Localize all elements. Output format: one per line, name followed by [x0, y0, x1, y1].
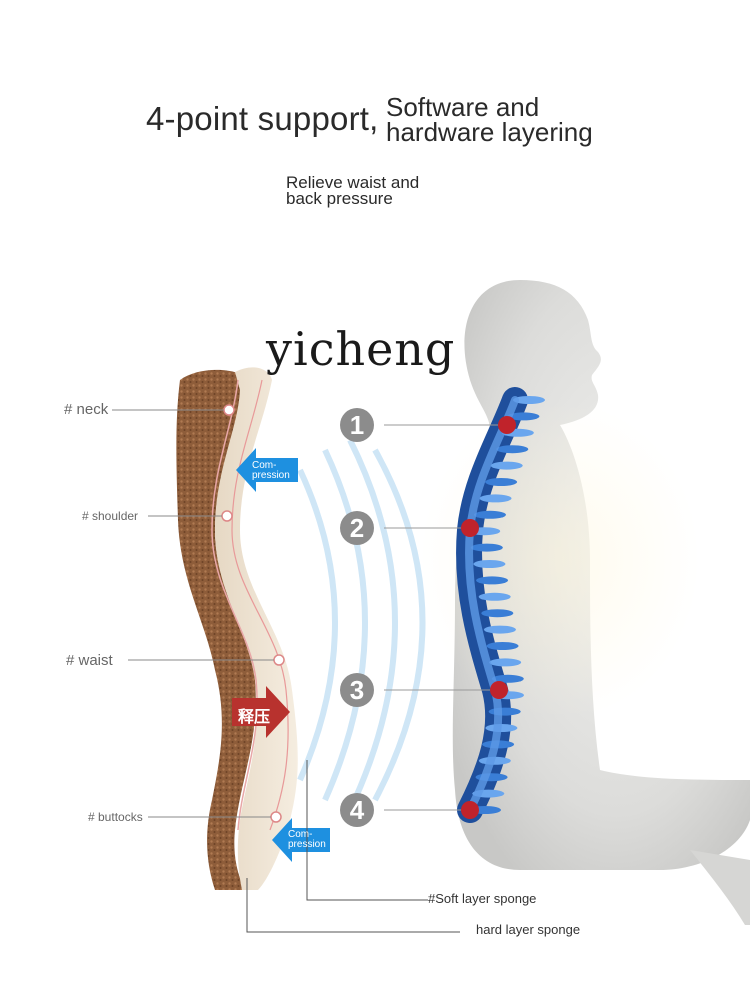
compression-arrow-bottom [272, 818, 330, 862]
support-number-2: 2 [340, 511, 374, 545]
compression-top-line2: pression [252, 470, 290, 481]
release-arrow [232, 686, 290, 738]
subtitle-line2: back pressure [286, 189, 393, 208]
spine-points [461, 416, 516, 819]
support-number-3: 3 [340, 673, 374, 707]
title-side: Software and hardware layering [386, 92, 593, 147]
label-soft-layer: #Soft layer sponge [428, 891, 537, 906]
label-hard-layer: hard layer sponge [476, 922, 581, 937]
vertebra-5 [485, 478, 518, 486]
vertebra-16 [489, 658, 522, 667]
compression-bottom-line1: Com- [288, 829, 313, 840]
label-buttocks: # buttocks [88, 810, 143, 824]
vertebra-3 [496, 445, 529, 454]
vertebra-19 [488, 707, 521, 716]
vertebra-9 [470, 543, 503, 552]
vertebra-4 [490, 461, 523, 470]
vertebra-11 [476, 576, 509, 585]
label-shoulder: # shoulder [82, 509, 139, 523]
vertebra-14 [483, 625, 516, 634]
vertebra-15 [486, 642, 519, 650]
compression-top-line1: Com- [252, 460, 277, 471]
layer-lines [246, 760, 460, 933]
compression-label-top: Com- pression [252, 461, 290, 481]
support-number-1: 1 [340, 408, 374, 442]
label-neck: # neck [64, 401, 109, 418]
release-label: 释压 [238, 709, 271, 726]
subtitle-line1: Relieve waist and [286, 173, 420, 192]
title-main: 4-point support, [146, 100, 379, 137]
compression-label-bottom: Com- pression [288, 830, 326, 850]
spine [456, 387, 545, 823]
watermark: yicheng [266, 322, 456, 376]
lumbar-cushion [176, 367, 298, 890]
left-callout-lines [112, 409, 274, 818]
support-number-4: 4 [340, 793, 374, 827]
vertebra-13 [481, 609, 514, 618]
title-side-line1: Software and [386, 92, 540, 122]
vertebra-6 [479, 494, 512, 503]
vertebra-12 [478, 592, 511, 601]
compression-bottom-line2: pression [288, 839, 326, 850]
vertebra-1 [507, 412, 540, 421]
label-waist: # waist [66, 652, 113, 669]
compression-arrow-top [236, 448, 298, 492]
vertebra-17 [491, 674, 524, 683]
vertebra-7 [473, 510, 506, 519]
subtitle: Relieve waist and back pressure [286, 173, 420, 208]
wave-arcs [297, 438, 426, 812]
cushion-points [221, 404, 285, 823]
title-side-line2: hardware layering [386, 117, 593, 147]
vertebra-0 [513, 396, 545, 404]
right-callout-lines [384, 424, 505, 811]
vertebra-10 [473, 560, 506, 568]
